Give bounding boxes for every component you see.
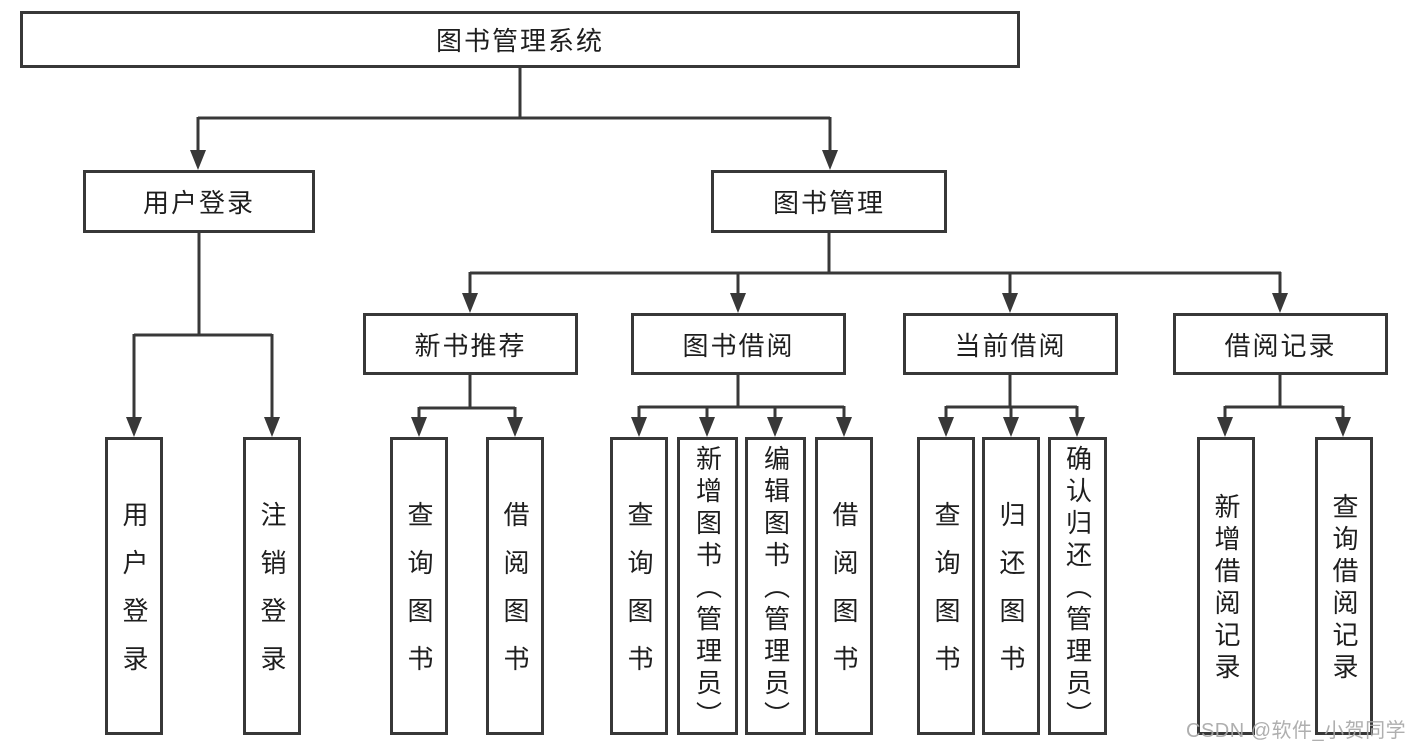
node-root-library-system: 图书管理系统 [20,11,1020,68]
leaf-br-query-record: 查询借阅记录 [1315,437,1373,735]
node-book-management: 图书管理 [711,170,947,233]
leaf-bb-edit-book-admin: 编辑图书（管理员） [745,437,806,735]
leaf-cb-confirm-return-admin: 确认归还（管理员） [1048,437,1107,735]
arrowheads [126,150,1351,437]
leaf-label: 归还图书 [996,501,1026,693]
leaf-label: 查询图书 [404,501,434,693]
leaf-nbr-query-book: 查询图书 [390,437,448,735]
leaf-cb-query-book: 查询图书 [917,437,975,735]
leaf-label: 确认归还（管理员） [1062,445,1093,733]
leaf-label: 借阅图书 [829,501,859,693]
leaf-br-add-record: 新增借阅记录 [1197,437,1255,735]
leaf-bb-add-book-admin: 新增图书（管理员） [677,437,738,735]
leaf-label: 用户登录 [119,501,149,693]
leaf-label: 查询图书 [624,501,654,693]
leaf-label: 查询图书 [931,501,961,693]
leaf-label: 借阅图书 [500,501,530,693]
node-user-login: 用户登录 [83,170,315,233]
leaf-bb-borrow-book: 借阅图书 [815,437,873,735]
node-borrowing-records: 借阅记录 [1173,313,1388,375]
leaf-label: 查询借阅记录 [1329,493,1359,685]
leaf-label: 新增图书（管理员） [692,445,723,733]
node-new-book-recommend: 新书推荐 [363,313,578,375]
csdn-watermark: CSDN @软件_小贺同学 [1186,720,1405,742]
leaf-cb-return-book: 归还图书 [982,437,1040,735]
leaf-nbr-borrow-book: 借阅图书 [486,437,544,735]
leaf-logout: 注销登录 [243,437,301,735]
leaf-label: 编辑图书（管理员） [760,445,791,733]
leaf-label: 注销登录 [257,501,287,693]
node-current-borrowing: 当前借阅 [903,313,1118,375]
leaf-label: 新增借阅记录 [1211,493,1241,685]
node-book-borrowing: 图书借阅 [631,313,846,375]
leaf-bb-query-book: 查询图书 [610,437,668,735]
leaf-user-login: 用户登录 [105,437,163,735]
